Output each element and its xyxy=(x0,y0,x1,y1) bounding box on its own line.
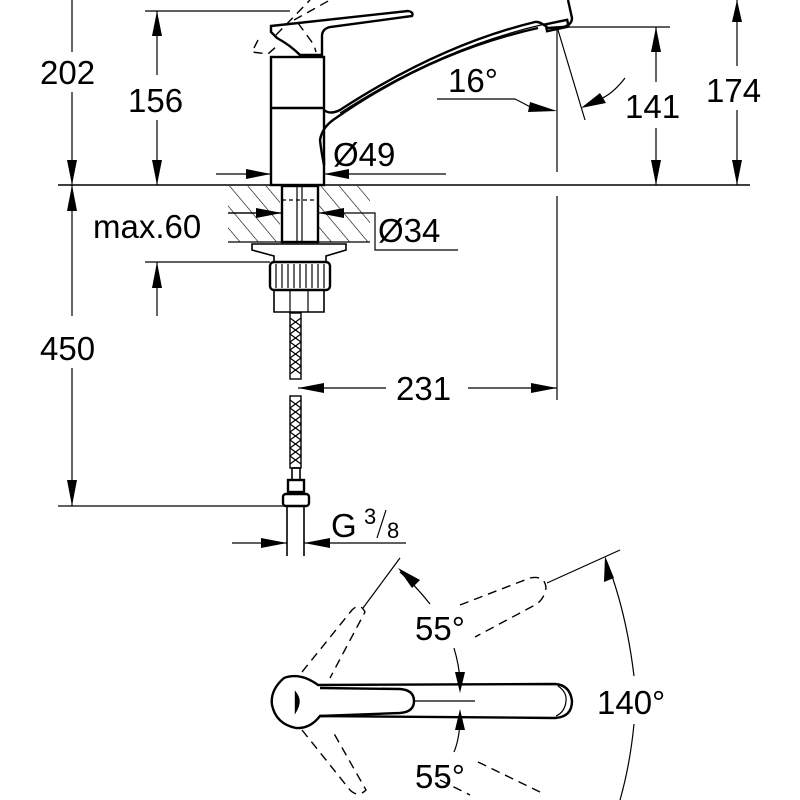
mounting-stud xyxy=(280,184,320,244)
lever-open-position xyxy=(250,0,331,55)
lever-swing-positions xyxy=(301,549,621,796)
dim-spout-angle-label: 16° xyxy=(448,62,498,99)
dim-connection-thread: G 3 8 xyxy=(232,504,406,548)
dim-hole-diameter: Ø34 xyxy=(370,212,458,251)
dim-outlet-height-label: 141 xyxy=(625,88,680,125)
dim-lever-height: 174 xyxy=(706,0,761,185)
dim-angle-total: 140° xyxy=(597,556,665,800)
dim-body-height-label: 156 xyxy=(128,82,183,119)
dim-angle-upper-label: 55° xyxy=(415,610,465,647)
spout xyxy=(318,0,574,166)
dim-max-deck-label: max.60 xyxy=(93,208,201,245)
dim-angle-lower-label: 55° xyxy=(415,758,465,795)
dim-hose-length: 450 xyxy=(40,185,285,507)
dim-angle-total-label: 140° xyxy=(597,684,665,721)
dim-lever-height-label: 174 xyxy=(706,72,761,109)
lever-top-view xyxy=(270,674,574,730)
dim-spout-reach-label: 231 xyxy=(396,370,451,407)
dim-connection-thread-num: 3 xyxy=(364,504,376,529)
dim-outlet-height: 141 xyxy=(556,26,680,185)
mixer-body xyxy=(269,55,326,187)
dim-total-height-label: 202 xyxy=(40,54,95,91)
dim-spout-angle: 16° xyxy=(437,29,626,121)
dim-body-diameter: Ø49 xyxy=(216,136,446,179)
dim-hose-length-label: 450 xyxy=(40,330,95,367)
dim-hole-diameter-label: Ø34 xyxy=(378,212,440,249)
dim-angle-upper: 55° xyxy=(398,568,465,693)
dim-body-height: 156 xyxy=(128,10,290,185)
lever-handle xyxy=(269,9,414,57)
dim-angle-lower: 55° xyxy=(415,709,465,795)
top-view: 55° 55° 140° xyxy=(270,549,665,800)
worktop-section xyxy=(228,186,370,243)
fixing-nut xyxy=(251,243,347,313)
dim-max-deck: max.60 xyxy=(93,208,344,316)
dim-body-diameter-label: Ø49 xyxy=(333,136,395,173)
dim-connection-thread-den: 8 xyxy=(387,518,399,543)
dim-spout-reach: 231 xyxy=(298,196,558,407)
dim-total-height: 202 xyxy=(40,0,95,185)
side-view: 202 156 Ø49 141 xyxy=(40,0,761,556)
flex-hose xyxy=(281,312,311,556)
dim-connection-thread-main: G xyxy=(331,507,357,544)
